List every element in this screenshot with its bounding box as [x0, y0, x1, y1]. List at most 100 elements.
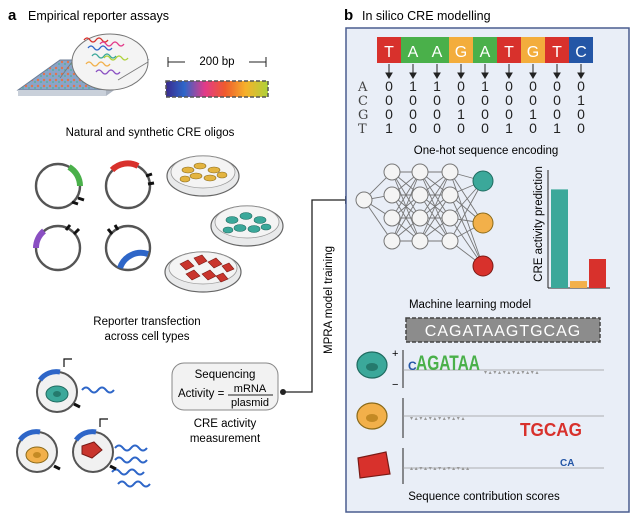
- logo2-noise: ▾ ▴ ▾ ▴ ▾ ▴ ▾ ▴ ▾ ▴ ▾ ▴: [410, 416, 464, 422]
- formula-activity: Activity =: [178, 388, 225, 400]
- seq-box-5: T: [497, 37, 521, 63]
- formula-denominator: plasmid: [231, 397, 269, 409]
- logo1-noise: ▾ ▴ ▾ ▴ ▾ ▴ ▾ ▴ ▾ ▴ ▾ ▴: [484, 370, 538, 376]
- onehot-cell: 0: [577, 106, 585, 122]
- base-label-g: G: [358, 108, 368, 123]
- seq-letter-3: G: [455, 44, 467, 61]
- onehot-matrix: 0 1 1 0 1 0 0 0 0 0 0 0 0 0 0 0 0 1 0 0 …: [385, 78, 585, 136]
- scale-bar: [167, 54, 267, 68]
- onehot-cell: 0: [457, 78, 465, 94]
- onehot-cell: 0: [481, 92, 489, 108]
- logo3-noise: ▴ ▴ ▾ ▴ ▾ ▴ ▾ ▴ ▾ ▴ ▾ ▴ ▴: [410, 466, 469, 472]
- connector-dot: [280, 389, 286, 395]
- onehot-cell: 0: [577, 120, 585, 136]
- onehot-cell: 0: [385, 92, 393, 108]
- seq-box-0: T: [377, 37, 401, 63]
- onehot-cell: 0: [385, 78, 393, 94]
- formula-sequencing: Sequencing: [195, 369, 256, 381]
- contrib-label: Sequence contribution scores: [408, 491, 560, 503]
- prediction-bar-1: [551, 189, 568, 288]
- seq-letter-7: T: [552, 44, 562, 61]
- onehot-cell: 0: [481, 120, 489, 136]
- prediction-bar-2: [570, 281, 587, 288]
- onehot-cell: 0: [457, 92, 465, 108]
- sequence-track: T A A G A T G T C: [377, 37, 593, 63]
- logo1-prefix: C: [408, 359, 417, 373]
- training-label: MPRA model training: [323, 246, 335, 354]
- transfection-label-line1: Reporter transfection: [93, 316, 200, 328]
- onehot-cell: 0: [577, 78, 585, 94]
- base-label-a: A: [357, 80, 368, 95]
- seq-box-2: A: [425, 37, 449, 63]
- panel-a-title: Empirical reporter assays: [28, 9, 169, 23]
- scale-bar-label: 200 bp: [199, 56, 234, 68]
- formula-numerator: mRNA: [234, 383, 267, 395]
- onehot-cell: 0: [409, 106, 417, 122]
- seq-box-3: G: [449, 37, 473, 63]
- seq-box-7: T: [545, 37, 569, 63]
- panel-a-letter: a: [8, 7, 17, 24]
- onehot-cell: 0: [457, 120, 465, 136]
- output-node-teal: [472, 170, 494, 192]
- onehot-cell: 1: [577, 92, 585, 108]
- cell-culture-dishes: [164, 155, 284, 293]
- seq-letter-0: T: [384, 44, 394, 61]
- plasmid-library: [32, 160, 155, 272]
- onehot-cell: 1: [457, 106, 465, 122]
- panel-b-title: In silico CRE modelling: [362, 9, 491, 23]
- logo1-motif: AGATAA: [416, 352, 480, 375]
- logo2-motif: TGCAG: [520, 420, 582, 440]
- onehot-label: One-hot sequence encoding: [414, 145, 559, 157]
- seq-letter-8: C: [575, 44, 587, 61]
- onehot-cell: 0: [409, 120, 417, 136]
- prediction-axis-label: CRE activity prediction: [533, 166, 545, 282]
- neural-network: [355, 163, 494, 277]
- measure-label-line2: measurement: [190, 433, 261, 445]
- onehot-cell: 0: [505, 106, 513, 122]
- onehot-cell: 0: [433, 92, 441, 108]
- activity-formula-box: [171, 362, 279, 411]
- contrib-plus: +: [392, 348, 398, 360]
- seq-box-8: C: [569, 37, 593, 63]
- onehot-cell: 0: [385, 106, 393, 122]
- base-label-t: T: [358, 122, 367, 137]
- onehot-cell: 0: [553, 106, 561, 122]
- panel-b-letter: b: [344, 7, 353, 24]
- onehot-cell: 0: [529, 92, 537, 108]
- query-sequence: CAGATAAGTGCAG: [425, 323, 581, 340]
- contrib-minus: −: [392, 379, 398, 391]
- onehot-cell: 1: [385, 120, 393, 136]
- onehot-cell: 0: [505, 78, 513, 94]
- query-sequence-box: [405, 317, 601, 343]
- contribution-tracks: + − C AGATAA ▾ ▴ ▾ ▴ ▾ ▴ ▾ ▴ ▾ ▴ ▾ ▴ ▾ ▴…: [356, 348, 604, 484]
- onehot-cell: 1: [433, 78, 441, 94]
- output-node-orange: [472, 212, 494, 234]
- onehot-cell: 0: [529, 78, 537, 94]
- onehot-cell: 0: [409, 92, 417, 108]
- seq-letter-1: A: [408, 44, 419, 61]
- oligo-rainbow-bar: [165, 80, 269, 98]
- base-labels: A C G T: [357, 80, 368, 137]
- ml-label: Machine learning model: [409, 299, 531, 311]
- onehot-cell: 1: [481, 78, 489, 94]
- seq-letter-4: A: [480, 44, 491, 61]
- onehot-cell: 0: [433, 106, 441, 122]
- transfected-cells: [16, 358, 151, 488]
- prediction-bar-3: [589, 259, 606, 288]
- prediction-chart: CRE activity prediction: [533, 166, 610, 289]
- logo3-motif: CA: [560, 458, 574, 469]
- seq-box-6: G: [521, 37, 545, 63]
- seq-letter-2: A: [432, 44, 443, 61]
- measure-label-line1: CRE activity: [194, 418, 257, 430]
- onehot-cell: 0: [529, 120, 537, 136]
- onehot-cell: 0: [433, 120, 441, 136]
- onehot-cell: 0: [553, 92, 561, 108]
- encoding-arrows: [385, 64, 585, 79]
- onehot-cell: 0: [505, 92, 513, 108]
- onehot-cell: 0: [553, 78, 561, 94]
- onehot-cell: 1: [553, 120, 561, 136]
- output-node-red: [472, 255, 494, 277]
- onehot-cell: 1: [409, 78, 417, 94]
- oligos-label: Natural and synthetic CRE oligos: [66, 127, 235, 139]
